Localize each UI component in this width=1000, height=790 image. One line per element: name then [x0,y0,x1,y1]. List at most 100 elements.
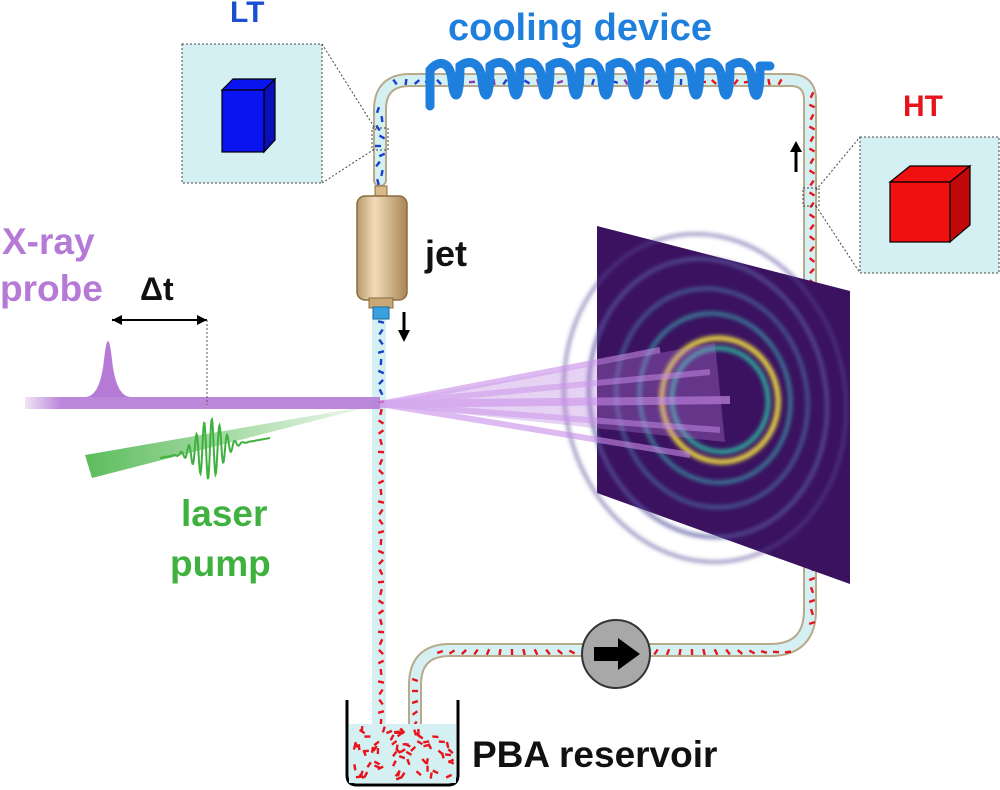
reservoir-particle [395,776,403,781]
particle [679,78,683,86]
particle [485,648,491,656]
particle [379,408,383,416]
particle [411,677,419,683]
particle [809,91,815,99]
particle [377,419,385,425]
reservoir-particle [363,771,369,778]
particle [374,144,382,148]
particle [377,350,385,354]
particle [378,508,384,516]
particle [556,79,564,85]
particle [808,169,816,175]
particle [378,568,384,576]
cooling-coil [425,58,775,111]
particle [436,78,442,86]
particle [777,78,783,86]
particle [767,78,771,86]
diffraction-ring [614,287,810,509]
particle [378,638,384,646]
particle [378,152,386,158]
reservoir-particle [364,735,371,738]
particle [377,530,385,534]
particle [379,718,383,726]
reservoir-particle [423,743,430,748]
particle [568,649,576,655]
reservoir-particle [353,764,357,771]
up-arrow-icon [790,141,802,172]
reservoir-particle [366,761,372,768]
particle [748,649,756,655]
particle [623,78,629,86]
reservoir-particle [447,748,454,755]
down-arrow-icon [398,312,410,342]
jet-label: jet [424,233,467,274]
reservoir-particle [421,758,428,765]
particle [375,106,381,114]
particle [379,488,383,496]
particle [665,648,671,656]
particle [378,328,384,336]
particle [590,78,596,86]
particle [411,699,419,705]
particle [377,450,385,454]
xray-label-line1: X-ray [2,221,95,262]
particle [808,576,816,582]
reservoir-particle [402,743,409,746]
particle [380,169,384,177]
particle [378,518,384,526]
particle [379,588,383,596]
particle [377,680,385,684]
particle [377,710,385,714]
particle [809,586,815,594]
reservoir-particle [370,746,375,753]
particle [808,125,816,131]
particle [502,78,508,86]
reservoir-particle [400,771,406,779]
particle [378,559,384,565]
laser-label-line1: laser [181,493,267,534]
reservoir-particle [391,739,398,746]
reservoir-particle [381,726,386,733]
reservoir-particle [426,765,429,772]
particle [653,648,659,656]
reservoir-particle [373,740,380,747]
reservoir-particle [447,759,455,765]
particle [378,379,384,385]
particle [377,599,385,605]
reservoir-particle [372,745,378,752]
particle [379,668,383,676]
particle [809,179,815,187]
xray-beam [25,341,380,409]
particle [809,113,815,121]
reservoir-particle [385,729,393,735]
detector-screen [562,226,850,584]
particle [808,257,816,263]
particle [377,549,385,555]
particle [809,201,815,209]
particle [377,429,385,435]
particle [522,648,526,656]
reservoir-particle [392,750,398,758]
xray-label-line2: probe [0,268,103,309]
particle [809,608,815,616]
laser-beam [85,404,380,480]
reservoir-particle [410,745,417,752]
particle [377,630,385,634]
particle [377,609,385,615]
particle [510,648,514,656]
particle [809,157,815,165]
particle [784,650,792,654]
particle [556,649,564,655]
reservoir-particle [362,749,367,757]
particle [377,580,385,584]
particle [377,320,385,324]
particle [808,213,816,219]
particle [690,648,694,656]
reservoir-particle [395,744,399,751]
reservoir-particle [423,740,430,744]
diffraction-ring [669,346,771,454]
particle [379,358,383,366]
particle [644,79,652,85]
particle [377,479,385,485]
